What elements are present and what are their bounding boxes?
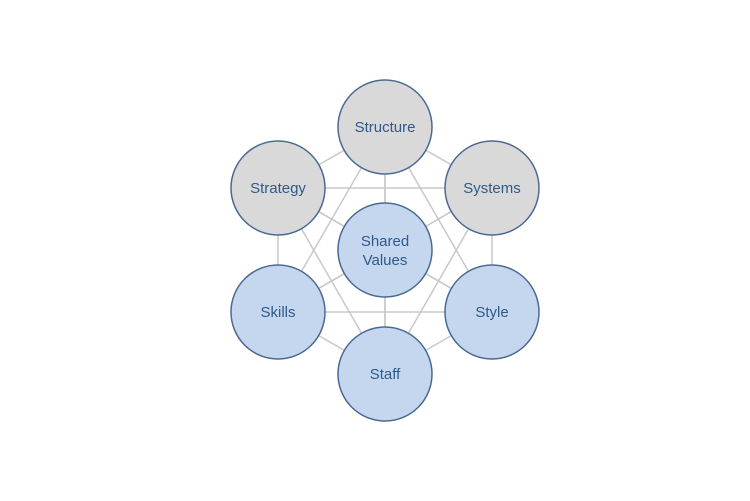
node-strategy-label: Strategy [250,180,306,197]
node-systems-label: Systems [463,180,521,197]
node-strategy: Strategy [230,140,326,236]
node-skills-circle [230,264,326,360]
node-staff-circle [337,326,433,422]
node-shared-values-circle [337,202,433,298]
node-staff: Staff [337,326,433,422]
node-structure-label: Structure [355,119,416,136]
node-skills-label: Skills [260,304,295,321]
node-structure-circle [337,79,433,175]
node-style-circle [444,264,540,360]
node-staff-label: Staff [370,366,401,383]
node-systems-circle [444,140,540,236]
node-shared-values-label-line-1: Shared [361,233,409,250]
node-shared-values-label-line-2: Values [363,252,408,269]
node-skills: Skills [230,264,326,360]
node-style: Style [444,264,540,360]
node-shared-values: Shared Values [337,202,433,298]
node-structure: Structure [337,79,433,175]
node-systems: Systems [444,140,540,236]
nodes: Structure Strategy Systems Shared Values… [230,79,540,422]
node-strategy-circle [230,140,326,236]
node-style-label: Style [475,304,508,321]
